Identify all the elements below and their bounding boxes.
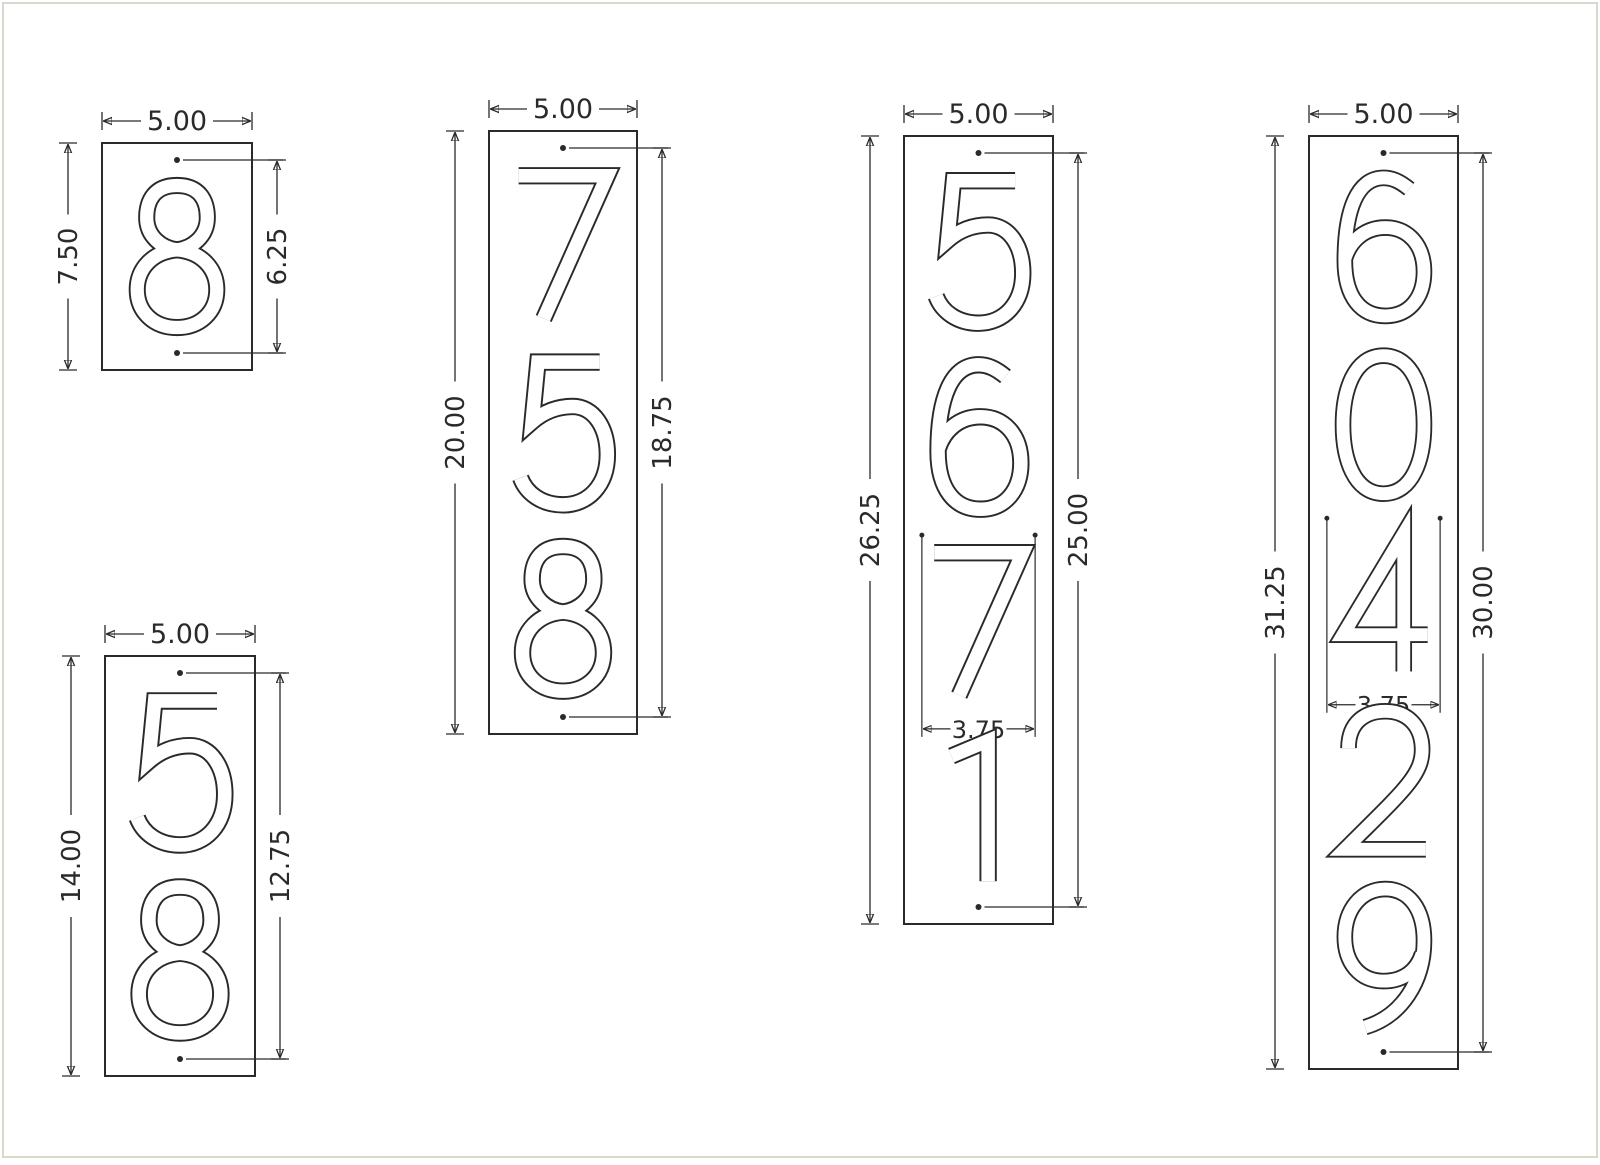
digit-value: 8	[560, 625, 566, 636]
digit-value: 5	[560, 439, 566, 450]
digit-8: 8	[128, 176, 226, 337]
digit-value: 8	[177, 967, 183, 978]
plate-height-label: 7.50	[54, 228, 84, 286]
digit-value: 5	[177, 779, 183, 790]
digit-2: 2	[1324, 702, 1431, 858]
plate-outline	[101, 142, 253, 371]
plate-height-label: 14.00	[57, 829, 87, 903]
plate-outline	[104, 655, 256, 1077]
digit-8: 8	[513, 537, 613, 700]
hole-spacing-label: 18.75	[648, 395, 678, 469]
digit-value: 5	[975, 257, 981, 268]
digit-value: 6	[1381, 253, 1387, 264]
mounting-hole-top	[560, 145, 566, 151]
plate-outline	[1308, 135, 1459, 1070]
plate-2: 58	[104, 655, 286, 1077]
digit-4: 4	[1328, 503, 1428, 672]
plate-height-label: 20.00	[441, 395, 471, 469]
digit-value: 7	[975, 629, 981, 640]
digit-value: 2	[1381, 786, 1387, 797]
mounting-hole-bottom	[975, 904, 982, 910]
digit-value: 6	[975, 443, 981, 454]
digit-6: 6	[1336, 169, 1433, 325]
digit-value: 4	[1381, 608, 1387, 619]
mounting-hole-top	[174, 157, 180, 163]
hole-spacing-label: 12.75	[266, 829, 296, 903]
mounting-hole-bottom	[174, 350, 180, 356]
plate-outline	[488, 130, 638, 735]
plate-width-label: 5.00	[150, 619, 210, 650]
plate-height-label: 26.25	[856, 493, 886, 567]
digit-value: 9	[1381, 964, 1387, 975]
mounting-hole-top	[975, 150, 982, 156]
plate-outline	[903, 135, 1054, 925]
digit-7: 7	[934, 544, 1037, 699]
digit-value: 0	[1381, 431, 1387, 442]
digit-5: 5	[512, 353, 617, 514]
digit-9: 9	[1336, 880, 1433, 1036]
plate-width-label: 5.00	[948, 99, 1008, 130]
mounting-hole-bottom	[177, 1056, 183, 1062]
digit-0: 0	[1334, 347, 1433, 503]
mounting-hole-top	[177, 670, 183, 676]
plate-height-label: 31.25	[1261, 565, 1291, 639]
digit-6: 6	[929, 356, 1030, 518]
plate-1: 8	[101, 142, 283, 371]
plate-3: 7 5 8	[488, 130, 668, 735]
hole-spacing-label: 30.00	[1469, 565, 1499, 639]
hole-spacing-label: 25.00	[1064, 493, 1094, 567]
plate-width-label: 5.00	[147, 106, 207, 137]
hole-spacing-label: 6.25	[263, 228, 293, 286]
plate-width-label: 5.00	[1353, 99, 1413, 130]
plate-width-label: 5.00	[533, 94, 593, 125]
mounting-hole-top	[1380, 150, 1387, 156]
digit-value: 7	[560, 253, 566, 264]
digit-8: 8	[130, 878, 230, 1042]
digit-1: 1	[948, 727, 997, 882]
mounting-hole-bottom	[1380, 1049, 1387, 1055]
digit-value: 8	[174, 263, 180, 274]
digit-value: 1	[975, 815, 981, 826]
digit-5: 5	[128, 692, 234, 854]
mounting-hole-bottom	[560, 714, 566, 720]
digit-7: 7	[518, 167, 621, 323]
digit-5: 5	[928, 172, 1032, 332]
